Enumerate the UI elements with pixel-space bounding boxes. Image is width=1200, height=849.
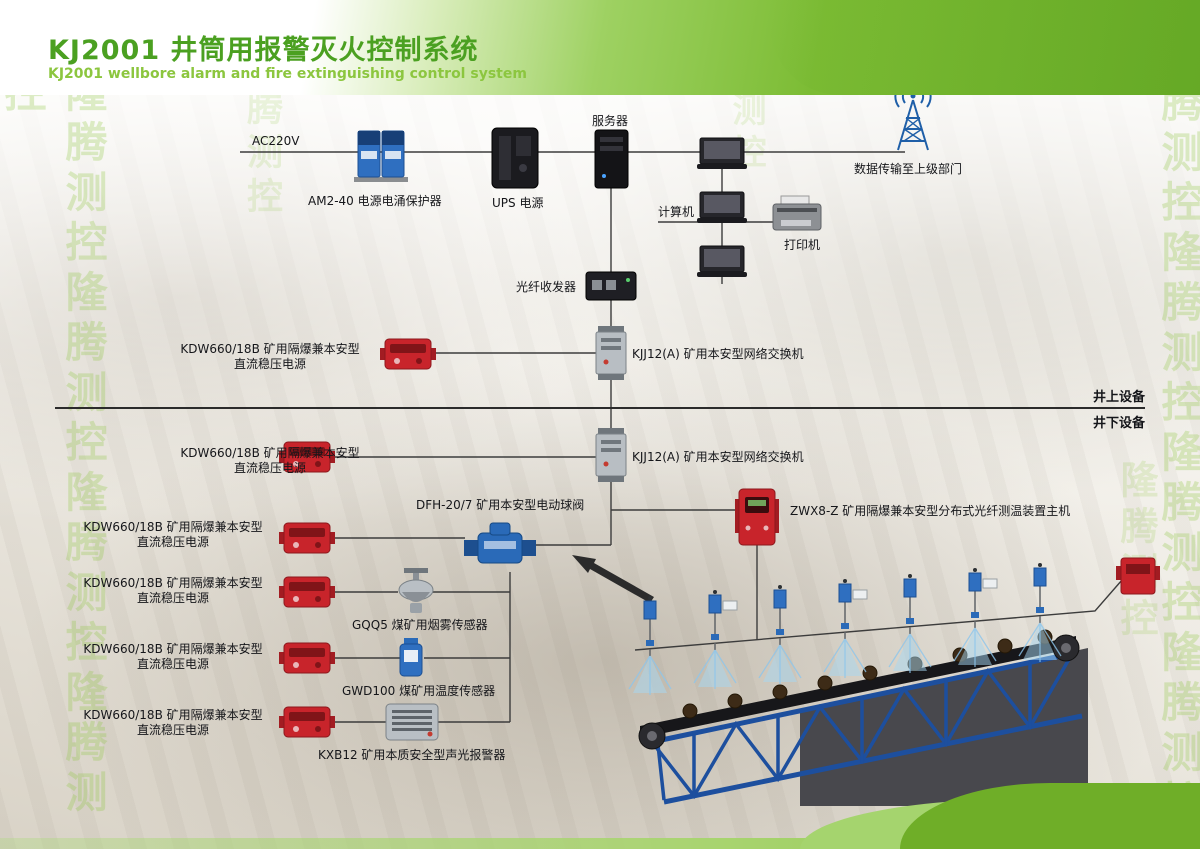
sound-light-alarm-device bbox=[385, 703, 439, 741]
label-fiber-transceiver: 光纤收发器 bbox=[516, 280, 577, 294]
kdw-line1: KDW660/18B 矿用隔爆兼本安型 bbox=[180, 342, 360, 356]
surge-protector-device bbox=[354, 130, 408, 182]
sprinkler-assembly bbox=[823, 579, 868, 678]
label-kdw-5: KDW660/18B 矿用隔爆兼本安型 直流稳压电源 bbox=[78, 642, 268, 672]
label-kdw-4: KDW660/18B 矿用隔爆兼本安型 直流稳压电源 bbox=[78, 576, 268, 606]
zone-label-above: 井上设备 bbox=[1092, 390, 1145, 405]
kdw-line1: KDW660/18B 矿用隔爆兼本安型 bbox=[83, 642, 263, 656]
server-device bbox=[594, 129, 629, 189]
label-transmit: 数据传输至上级部门 bbox=[854, 162, 963, 176]
electric-ball-valve-device bbox=[464, 522, 536, 564]
header-accent bbox=[770, 0, 1200, 95]
label-surge-protector: AM2-40 电源电涌保护器 bbox=[308, 194, 442, 208]
printer-device bbox=[772, 195, 822, 231]
kdw-line1: KDW660/18B 矿用隔爆兼本安型 bbox=[83, 708, 263, 722]
laptop-device-3 bbox=[697, 245, 747, 277]
kdw-power-box-4 bbox=[279, 576, 335, 608]
label-ups: UPS 电源 bbox=[492, 196, 544, 210]
network-switch-1 bbox=[595, 326, 627, 380]
sprinkler-assembly bbox=[1018, 563, 1062, 662]
label-kdw-2: KDW660/18B 矿用隔爆兼本安型 直流稳压电源 bbox=[175, 446, 365, 476]
kdw-line1: KDW660/18B 矿用隔爆兼本安型 bbox=[83, 520, 263, 534]
conveyor-embankment bbox=[800, 648, 1088, 806]
kdw-line2: 直流稳压电源 bbox=[136, 535, 209, 549]
ups-device bbox=[491, 127, 539, 189]
truss-diagonals bbox=[650, 653, 1074, 801]
kdw-power-box-6 bbox=[279, 706, 335, 738]
radio-tower-icon bbox=[894, 85, 932, 151]
footer-strip bbox=[0, 838, 1200, 849]
label-computer: 计算机 bbox=[658, 205, 695, 219]
kdw-line2: 直流稳压电源 bbox=[136, 657, 209, 671]
zwx-host-device bbox=[735, 488, 779, 546]
kdw-line2: 直流稳压电源 bbox=[233, 461, 306, 475]
label-printer: 打印机 bbox=[784, 238, 821, 252]
connection-lines bbox=[240, 151, 1123, 723]
temperature-sensor-device bbox=[399, 638, 423, 677]
conveyor bbox=[638, 629, 1088, 806]
label-ac220v: AC220V bbox=[252, 134, 300, 148]
label-server: 服务器 bbox=[592, 114, 629, 128]
kdw-line2: 直流稳压电源 bbox=[233, 357, 306, 371]
zone-label-below: 井下设备 bbox=[1092, 416, 1145, 431]
label-valve: DFH-20/7 矿用本安型电动球阀 bbox=[416, 498, 585, 512]
flow-arrow bbox=[572, 555, 654, 603]
sprinkler-assembly bbox=[953, 568, 998, 667]
label-kdw-6: KDW660/18B 矿用隔爆兼本安型 直流稳压电源 bbox=[78, 708, 268, 738]
label-switch-2: KJJ12(A) 矿用本安型网络交换机 bbox=[632, 450, 804, 464]
label-kdw-1: KDW660/18B 矿用隔爆兼本安型 直流稳压电源 bbox=[175, 342, 365, 372]
kdw-line2: 直流稳压电源 bbox=[136, 723, 209, 737]
kdw-line1: KDW660/18B 矿用隔爆兼本安型 bbox=[180, 446, 360, 460]
kdw-power-box-5 bbox=[279, 642, 335, 674]
sprinkler-assemblies bbox=[628, 563, 1062, 695]
page-title: KJ2001 井筒用报警灭火控制系统 bbox=[48, 35, 479, 66]
sprinkler-assembly bbox=[758, 585, 802, 684]
laptop-device-1 bbox=[697, 137, 747, 169]
terminal-red-box bbox=[1116, 557, 1160, 595]
kdw-line1: KDW660/18B 矿用隔爆兼本安型 bbox=[83, 576, 263, 590]
sprinkler-assembly bbox=[628, 596, 672, 695]
fiber-transceiver-device bbox=[585, 271, 637, 301]
label-smoke-sensor: GQQ5 煤矿用烟雾传感器 bbox=[352, 618, 488, 632]
laptop-device-2 bbox=[697, 191, 747, 223]
network-switch-2 bbox=[595, 428, 627, 482]
label-kdw-3: KDW660/18B 矿用隔爆兼本安型 直流稳压电源 bbox=[78, 520, 268, 550]
page-subtitle: KJ2001 wellbore alarm and fire extinguis… bbox=[48, 66, 527, 82]
label-temperature-sensor: GWD100 煤矿用温度传感器 bbox=[342, 684, 496, 698]
label-switch-1: KJJ12(A) 矿用本安型网络交换机 bbox=[632, 347, 804, 361]
sprinkler-assembly bbox=[693, 590, 738, 689]
label-alarm: KXB12 矿用本质安全型声光报警器 bbox=[318, 748, 506, 762]
header-band: KJ2001 井筒用报警灭火控制系统 KJ2001 wellbore alarm… bbox=[0, 0, 1200, 95]
kdw-power-box-3 bbox=[279, 522, 335, 554]
kdw-line2: 直流稳压电源 bbox=[136, 591, 209, 605]
kdw-power-box-1 bbox=[380, 338, 436, 370]
kdw-power-box-2 bbox=[279, 441, 335, 473]
smoke-sensor-device bbox=[398, 568, 434, 613]
sprinkler-assembly bbox=[888, 574, 932, 673]
label-zwx-host: ZWX8-Z 矿用隔爆兼本安型分布式光纤测温装置主机 bbox=[790, 504, 1071, 518]
